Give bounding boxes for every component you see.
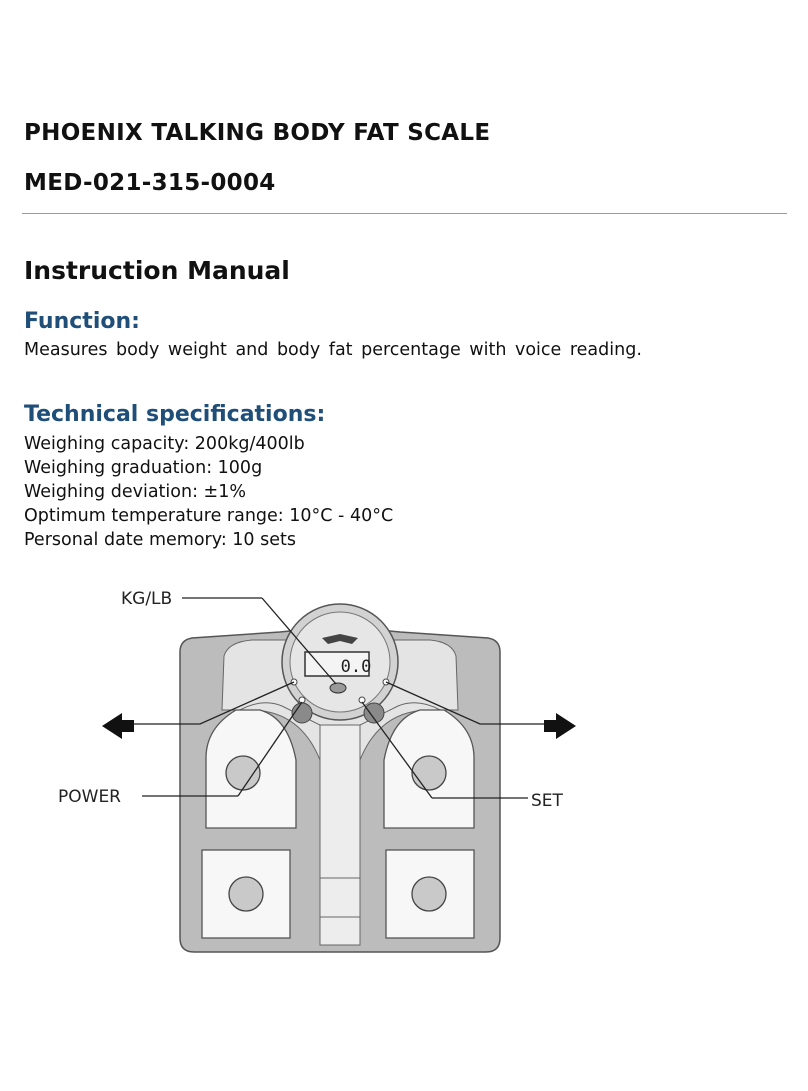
spec-capacity: Weighing capacity: 200kg/400lb xyxy=(24,434,305,454)
spec-deviation: Weighing deviation: ±1% xyxy=(24,482,246,502)
kg-lb-button[interactable] xyxy=(329,682,347,694)
right-lower-electrode xyxy=(411,876,447,912)
manual-heading: Instruction Manual xyxy=(24,256,290,285)
right-upper-electrode xyxy=(411,755,447,791)
left-arrow-icon xyxy=(102,713,134,739)
set-leader xyxy=(361,701,433,799)
lcd-display xyxy=(304,651,370,677)
left-upper-electrode xyxy=(225,755,261,791)
left-lower-electrode xyxy=(228,876,264,912)
document-title: PHOENIX TALKING BODY FAT SCALE xyxy=(24,120,491,146)
divider-line xyxy=(22,213,787,214)
specifications-heading: Technical specifications: xyxy=(24,402,326,427)
left-handle-cable xyxy=(130,681,295,725)
specifications-list: Weighing capacity: 200kg/400lb Weighing … xyxy=(24,432,393,552)
spec-graduation: Weighing graduation: 100g xyxy=(24,458,263,478)
set-label: SET xyxy=(531,791,564,811)
model-number: MED-021-315-0004 xyxy=(24,170,276,196)
brand-logo xyxy=(322,634,358,644)
kg-lb-leader xyxy=(261,597,337,685)
right-grip-button[interactable] xyxy=(363,702,385,724)
scale-diagram: 0.0 KG/LB POWER SET xyxy=(58,589,576,953)
center-column xyxy=(319,724,361,946)
spec-temperature: Optimum temperature range: 10°C - 40°C xyxy=(24,506,394,526)
lcd-reading: 0.0 xyxy=(341,657,372,677)
function-heading: Function: xyxy=(24,309,140,334)
function-description: Measures body weight and body fat percen… xyxy=(24,340,642,360)
right-arrow-icon xyxy=(544,713,576,739)
power-leader xyxy=(237,701,303,797)
spec-memory: Personal date memory: 10 sets xyxy=(24,530,296,550)
right-handle-cable xyxy=(385,681,546,725)
power-label: POWER xyxy=(58,787,121,807)
kg-lb-label: KG/LB xyxy=(121,589,172,609)
